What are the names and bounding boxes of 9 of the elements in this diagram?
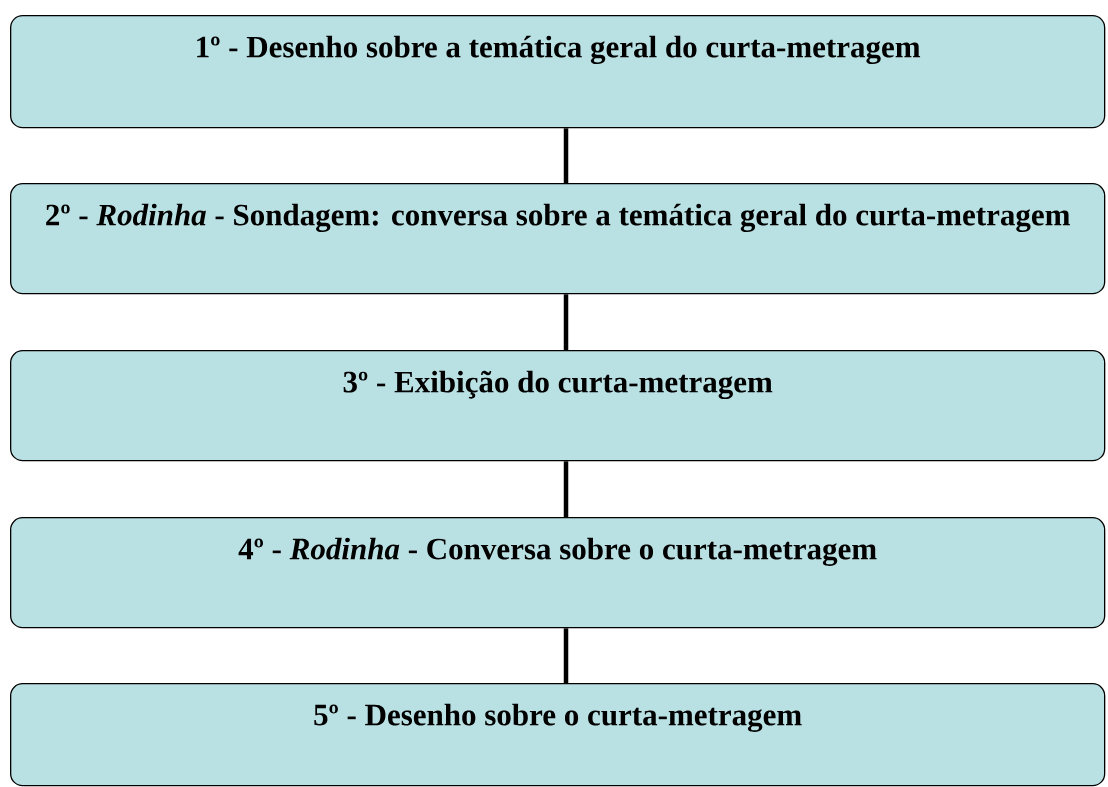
step-box: 4º - Rodinha - Conversa sobre o curta-metragem (10, 517, 1106, 629)
step-box: 1º - Desenho sobre a temática geral do curta-metragem (10, 15, 1106, 129)
connector-line (563, 128, 569, 183)
connector-line (563, 461, 569, 517)
connector-line (563, 294, 569, 350)
connector-line (563, 628, 569, 683)
step-box: 2º - Rodinha - Sondagem: conversa sobre a temática geral do curta-metragem (10, 183, 1106, 295)
step-box: 5º - Desenho sobre o curta-metragem (10, 683, 1106, 787)
step-box: 3º - Exibição do curta-metragem (10, 350, 1106, 462)
